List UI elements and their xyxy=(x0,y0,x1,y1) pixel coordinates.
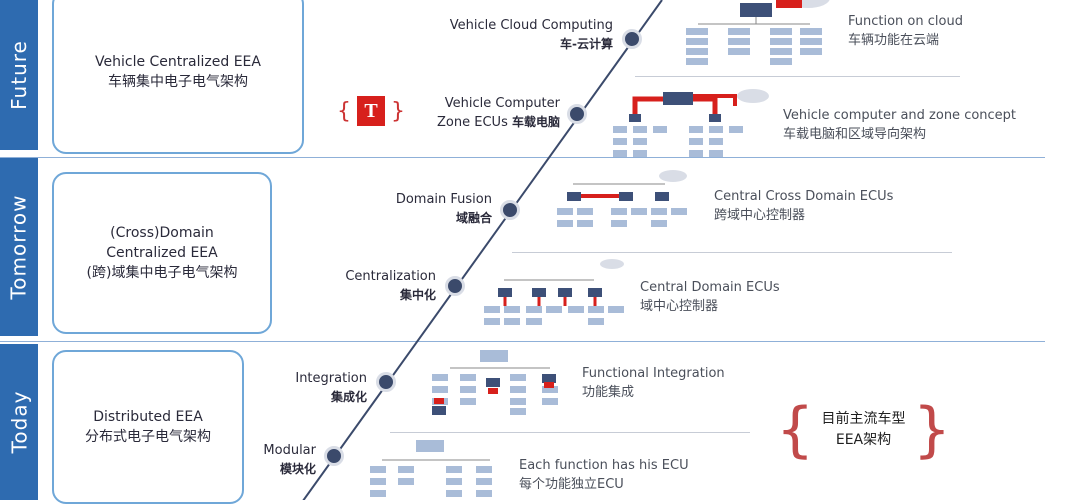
band-today: Today xyxy=(0,344,38,500)
timeline-node-integration xyxy=(376,372,396,392)
arch-label-integration: Functional Integration 功能集成 xyxy=(582,364,725,402)
band-future: Future xyxy=(0,0,38,150)
stage-cloud-en: Vehicle Cloud Computing xyxy=(449,18,613,33)
timeline-node-centralization xyxy=(445,276,465,296)
arch-label-cloud-en: Function on cloud xyxy=(848,14,963,29)
mainstream-note: { 目前主流车型 EEA架构 } xyxy=(776,392,951,467)
timeline-node-domain-fusion xyxy=(500,200,520,220)
arch-label-zone-en: Vehicle computer and zone concept xyxy=(783,108,1017,123)
stage-modular: Modular 模块化 xyxy=(240,442,316,478)
stage-zone: Vehicle Computer Zone ECUs 车载电脑 xyxy=(405,95,560,132)
arch-label-integration-en: Functional Integration xyxy=(582,366,725,381)
arch-label-each-ecu: Each function has his ECU 每个功能独立ECU xyxy=(519,456,689,494)
timeline-node-cloud xyxy=(622,29,642,49)
band-tomorrow: Tomorrow xyxy=(0,158,38,336)
stage-modular-en: Modular xyxy=(263,443,316,458)
tier-domain-centralized-en1: (Cross)Domain xyxy=(110,225,214,241)
stage-zone-en2: Zone ECUs xyxy=(437,115,508,130)
panel-divider-modular xyxy=(390,432,750,433)
arch-label-integration-zh: 功能集成 xyxy=(582,385,635,400)
diagram-central-domain xyxy=(484,259,624,325)
diagram-functional-integration xyxy=(432,350,558,415)
bracket-left-icon: { xyxy=(337,98,351,124)
tier-distributed-zh: 分布式电子电气架构 xyxy=(85,429,211,445)
tesla-badge: { T } xyxy=(337,92,405,130)
arch-label-zone: Vehicle computer and zone concept 车载电脑和区… xyxy=(783,106,1016,144)
arch-label-cross-domain: Central Cross Domain ECUs 跨域中心控制器 xyxy=(714,187,893,225)
stage-domain-fusion: Domain Fusion 域融合 xyxy=(360,191,492,227)
diagram-function-on-cloud xyxy=(686,0,830,65)
arch-label-cloud-zh: 车辆功能在云端 xyxy=(848,33,940,48)
arch-label-zone-zh: 车载电脑和区域导向架构 xyxy=(783,127,927,142)
stage-zone-en1: Vehicle Computer xyxy=(444,96,560,111)
arch-label-each-ecu-en: Each function has his ECU xyxy=(519,458,689,473)
arch-label-cloud: Function on cloud 车辆功能在云端 xyxy=(848,12,963,50)
tesla-logo-icon: T xyxy=(357,96,385,126)
separator-future-tomorrow xyxy=(0,157,1045,158)
timeline-node-zone xyxy=(567,104,587,124)
stage-domain-fusion-zh: 域融合 xyxy=(455,211,492,225)
panel-divider-cloud-zone xyxy=(635,76,960,77)
brace-right-icon: } xyxy=(912,394,951,465)
stage-integration-zh: 集成化 xyxy=(330,390,367,404)
diagram-vehicle-computer-zone xyxy=(613,89,769,157)
arch-label-domain-en: Central Domain ECUs xyxy=(640,280,780,295)
arch-label-domain: Central Domain ECUs 域中心控制器 xyxy=(640,278,780,316)
stage-modular-zh: 模块化 xyxy=(279,462,316,476)
stage-cloud: Vehicle Cloud Computing 车-云计算 xyxy=(395,17,613,53)
diagram-each-function-ecu xyxy=(370,440,492,497)
tier-distributed-en: Distributed EEA xyxy=(93,409,203,425)
arch-label-domain-zh: 域中心控制器 xyxy=(640,299,719,314)
stage-centralization: Centralization 集中化 xyxy=(310,268,436,304)
stage-integration-en: Integration xyxy=(295,371,367,386)
arch-label-cross-domain-zh: 跨域中心控制器 xyxy=(714,208,806,223)
timeline-node-modular xyxy=(324,446,344,466)
panel-divider-cross-domain xyxy=(512,252,952,253)
arch-label-each-ecu-zh: 每个功能独立ECU xyxy=(519,477,624,492)
separator-tomorrow-today xyxy=(0,341,1045,342)
tier-vehicle-centralized-en: Vehicle Centralized EEA xyxy=(95,54,261,70)
brace-left-icon: { xyxy=(776,394,815,465)
mainstream-line1: 目前主流车型 xyxy=(821,410,906,427)
tier-vehicle-centralized: Vehicle Centralized EEA 车辆集中电子电气架构 xyxy=(52,0,304,154)
arch-label-cross-domain-en: Central Cross Domain ECUs xyxy=(714,189,894,204)
mainstream-line2: EEA架构 xyxy=(835,431,892,448)
diagram-central-cross-domain xyxy=(557,170,687,227)
stage-domain-fusion-en: Domain Fusion xyxy=(395,192,492,207)
stage-integration: Integration 集成化 xyxy=(262,370,367,406)
stage-centralization-en: Centralization xyxy=(345,269,436,284)
stage-centralization-zh: 集中化 xyxy=(399,288,436,302)
bracket-right-icon: } xyxy=(391,98,405,124)
tier-domain-centralized-en2: Centralized EEA xyxy=(106,245,218,261)
tier-domain-centralized-zh: (跨)域集中电子电气架构 xyxy=(86,265,238,281)
tier-vehicle-centralized-zh: 车辆集中电子电气架构 xyxy=(108,74,248,90)
stage-zone-zh: 车载电脑 xyxy=(511,115,560,129)
stage-cloud-zh: 车-云计算 xyxy=(560,37,613,51)
tier-domain-centralized: (Cross)Domain Centralized EEA (跨)域集中电子电气… xyxy=(52,172,272,334)
